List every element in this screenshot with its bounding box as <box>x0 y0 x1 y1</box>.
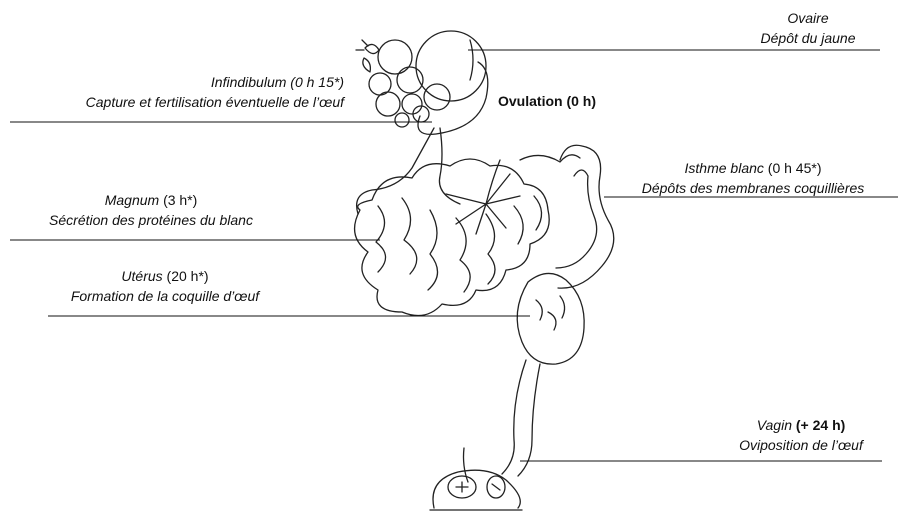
infundibulum-label: Infindibulum (0 h 15*) Capture et fertil… <box>6 72 344 112</box>
vagin-name: Vagin <box>757 417 792 433</box>
isthme-time: (0 h 45*) <box>768 160 822 176</box>
uterus-drawing <box>517 273 584 364</box>
ovulation-label: Ovulation (0 h) <box>498 91 596 111</box>
vagin-time: (+ 24 h) <box>796 417 845 433</box>
isthme-name: Isthme blanc <box>685 160 764 176</box>
magnum-name: Magnum <box>105 192 159 208</box>
magnum-drawing <box>355 155 580 316</box>
isthme-desc: Dépôts des membranes coquillières <box>600 178 906 198</box>
uterus-time: (20 h*) <box>167 268 209 284</box>
ovaire-name: Ovaire <box>733 8 883 28</box>
ovary-drawing <box>356 31 486 127</box>
vagina-drawing <box>430 360 540 510</box>
uterus-desc: Formation de la coquille d’œuf <box>30 286 300 306</box>
vagin-label: Vagin (+ 24 h) Oviposition de l’œuf <box>716 415 886 455</box>
ovaire-desc: Dépôt du jaune <box>733 28 883 48</box>
magnum-label: Magnum (3 h*) Sécrétion des protéines du… <box>10 190 292 230</box>
uterus-name: Utérus <box>121 268 162 284</box>
infundibulum-desc: Capture et fertilisation éventuelle de l… <box>6 92 344 112</box>
magnum-desc: Sécrétion des protéines du blanc <box>10 210 292 230</box>
ovaire-label: Ovaire Dépôt du jaune <box>733 8 883 48</box>
infundibulum-time: (0 h 15*) <box>290 74 344 90</box>
infundibulum-name: Infindibulum <box>211 74 287 90</box>
vagin-desc: Oviposition de l’œuf <box>716 435 886 455</box>
magnum-time: (3 h*) <box>163 192 197 208</box>
ovulation-text: Ovulation (0 h) <box>498 93 596 109</box>
uterus-label: Utérus (20 h*) Formation de la coquille … <box>30 266 300 306</box>
isthme-label: Isthme blanc (0 h 45*) Dépôts des membra… <box>600 158 906 198</box>
